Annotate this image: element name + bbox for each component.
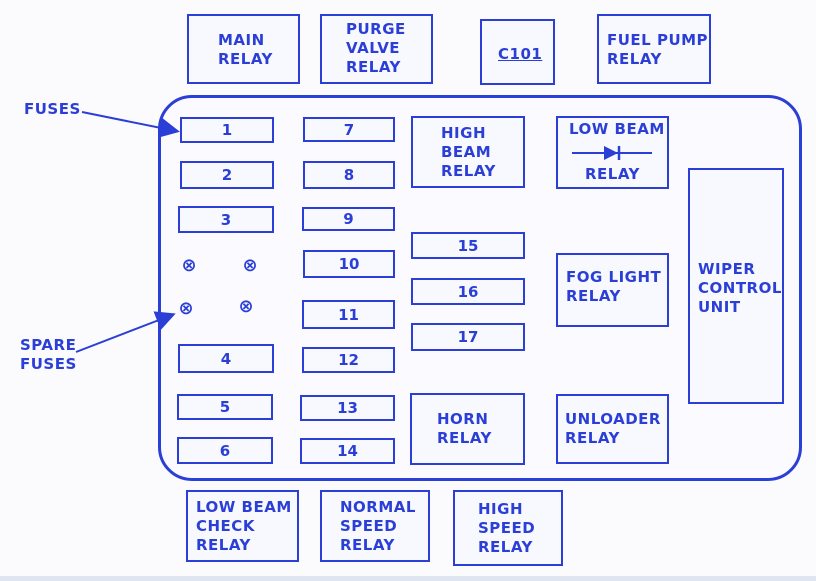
fuse-14: 14 <box>300 438 395 464</box>
c101-connector-label: C101 <box>498 45 543 63</box>
fuse-2: 2 <box>180 161 274 189</box>
low-beam-relay-label-bottom: RELAY <box>585 165 640 183</box>
fuse-10: 10 <box>303 250 395 278</box>
c101-connector-box <box>480 19 555 85</box>
fuse-4: 4 <box>178 344 274 373</box>
spare-fuses-callout-label: SPARE FUSES <box>20 336 77 373</box>
main-relay-box <box>187 14 300 84</box>
fuse-8: 8 <box>303 161 395 189</box>
spare-fuses-arrow <box>75 311 176 353</box>
low-beam-check-relay-box <box>186 490 299 562</box>
fuel-pump-relay-box <box>597 14 711 84</box>
fuse-16: 16 <box>411 278 525 305</box>
fuse-1: 1 <box>180 117 274 143</box>
fuse-17: 17 <box>411 323 525 351</box>
high-beam-relay-box <box>411 116 525 188</box>
wiper-control-unit-box <box>688 168 784 404</box>
horn-relay-label: HORN RELAY <box>437 410 492 447</box>
fuse-3: 3 <box>178 206 274 233</box>
purge-valve-relay-label: PURGE VALVE RELAY <box>346 20 406 76</box>
spare-fuse-3: ⊗ <box>178 298 194 319</box>
high-speed-relay-label: HIGH SPEED RELAY <box>478 500 536 556</box>
normal-speed-relay-label: NORMAL SPEED RELAY <box>340 498 416 554</box>
unloader-relay-label: UNLOADER RELAY <box>565 410 661 447</box>
fuse-7: 7 <box>303 117 395 142</box>
fuses-callout-label: FUSES <box>24 100 81 118</box>
spare-fuse-2: ⊗ <box>242 255 258 276</box>
high-speed-relay-box <box>453 490 563 566</box>
low-beam-relay-label-top: LOW BEAM <box>569 120 665 138</box>
fuse-12: 12 <box>302 347 395 373</box>
normal-speed-relay-box <box>320 490 430 562</box>
fuse-13: 13 <box>300 395 395 421</box>
horn-relay-box <box>410 393 525 465</box>
spare-fuse-1: ⊗ <box>181 255 197 276</box>
diode-icon <box>572 146 652 160</box>
spare-fuse-4: ⊗ <box>238 296 254 317</box>
fuse-11: 11 <box>302 300 395 329</box>
fuel-pump-relay-label: FUEL PUMP RELAY <box>607 31 709 68</box>
fog-light-relay-label: FOG LIGHT RELAY <box>566 268 662 305</box>
fuse-6: 6 <box>177 437 273 464</box>
fuse-15: 15 <box>411 232 525 259</box>
main-relay-label: MAIN RELAY <box>218 31 273 68</box>
purge-valve-relay-box <box>320 14 433 84</box>
bottom-edge-strip <box>0 576 816 581</box>
fuse-5: 5 <box>177 394 273 420</box>
high-beam-relay-label: HIGH BEAM RELAY <box>441 124 496 180</box>
fog-light-relay-box <box>556 253 669 327</box>
fuse-9: 9 <box>302 207 395 231</box>
low-beam-check-relay-label: LOW BEAM CHECK RELAY <box>196 498 292 554</box>
wiper-control-unit-label: WIPER CONTROL UNIT <box>698 260 782 316</box>
unloader-relay-box <box>556 394 669 464</box>
fuses-arrow <box>81 111 180 138</box>
